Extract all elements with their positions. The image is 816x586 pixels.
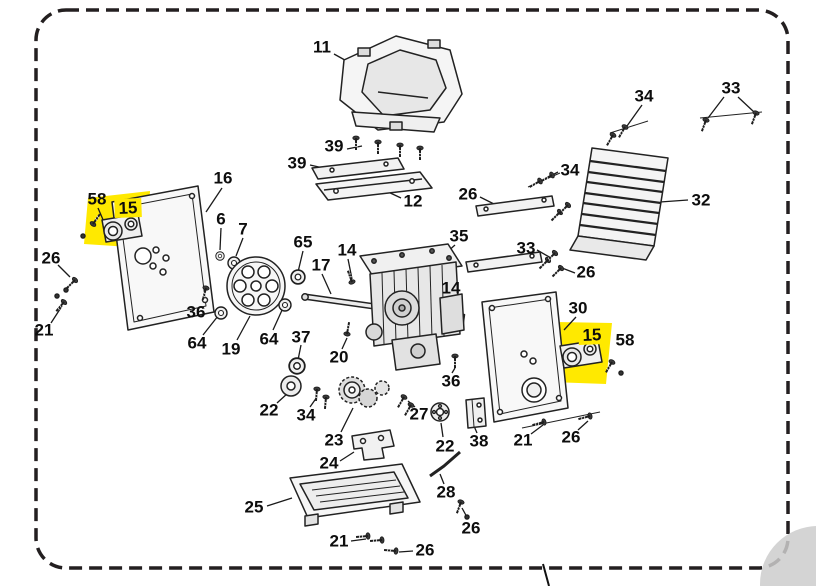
- part-side-panel-right: [481, 291, 569, 423]
- part-screws-34-mid: [527, 170, 561, 191]
- part-fasteners-26-left: [63, 275, 80, 293]
- part-bracket-33-top: [697, 109, 763, 134]
- part-pulley-22-right: [430, 402, 450, 422]
- part-bracket-26-upper: [475, 195, 573, 224]
- part-hopper-cover: [339, 35, 463, 133]
- part-bolt-20: [342, 320, 354, 338]
- part-fasteners-26-mid: [549, 263, 566, 280]
- part-screws-34-top: [603, 120, 649, 148]
- part-rod-28: [429, 450, 461, 478]
- part-fasteners-26-bottom-right: [452, 498, 470, 520]
- part-fasteners-21-left: [52, 293, 69, 315]
- part-pulley-22-left: [280, 375, 302, 397]
- part-bolt-36-right: [450, 353, 460, 369]
- part-base-tray-25: [289, 463, 421, 527]
- stray-mark: [542, 563, 550, 586]
- part-screw-26-bottom: [382, 545, 400, 556]
- part-screws-21-26-right: [521, 411, 601, 430]
- part-washer-64-left: [214, 306, 228, 320]
- part-washer-6: [215, 251, 225, 261]
- part-bracket-15-left: [101, 213, 143, 243]
- part-side-panel-left: [111, 185, 215, 331]
- corner-watermark: [760, 526, 816, 586]
- part-spoked-wheel-19: [226, 256, 286, 316]
- part-motor-assembly-35: [359, 243, 465, 371]
- part-screws-27: [394, 392, 416, 418]
- part-plate-39: [311, 157, 405, 180]
- part-bracket-15-right: [559, 339, 603, 369]
- part-fasteners-58-right: [602, 357, 624, 376]
- part-washer-37: [288, 357, 306, 375]
- part-washer-65: [290, 269, 306, 285]
- part-bracket-24: [351, 429, 395, 461]
- part-screws-21-bottom: [354, 531, 386, 546]
- part-gear-cluster-23: [338, 376, 390, 408]
- part-fasteners-58-left: [80, 211, 104, 239]
- part-washer-64-right: [278, 298, 292, 312]
- part-screws-39: [351, 135, 425, 161]
- part-bracket-33-mid: [465, 248, 560, 273]
- part-bracket-38: [465, 397, 487, 429]
- part-plate-12: [315, 171, 433, 201]
- part-bolts-34-lower: [311, 385, 331, 411]
- diagram-border: [34, 8, 790, 570]
- part-grid-panel-32: [569, 147, 669, 261]
